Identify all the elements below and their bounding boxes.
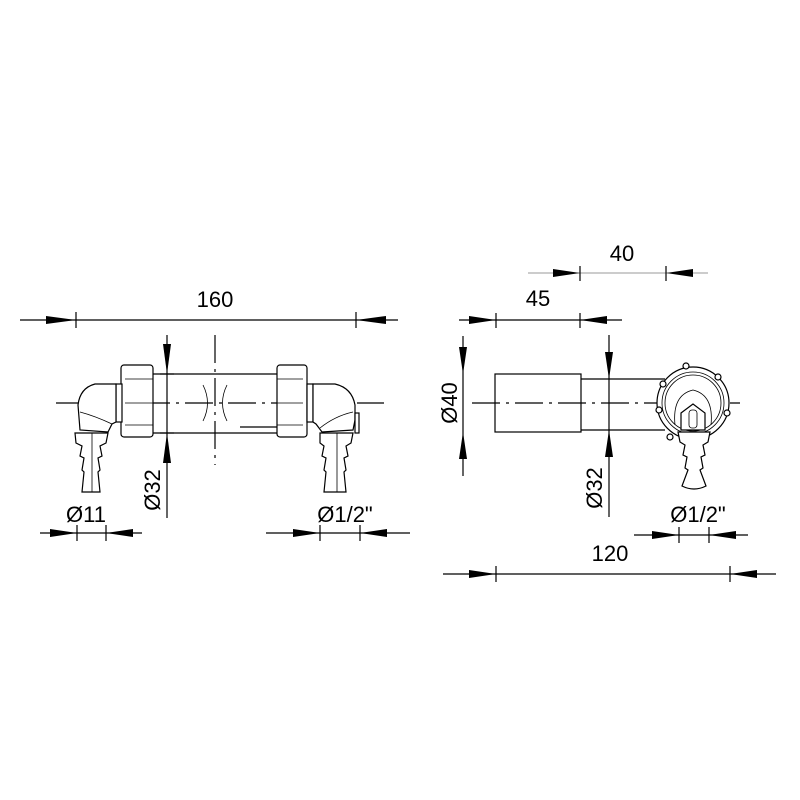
dimension-label-160: 160 — [197, 287, 234, 312]
dimension-diameter-32-front: Ø32 — [140, 335, 174, 518]
dimension-diameter-32-side: Ø32 — [582, 335, 613, 517]
right-elbow-hose-barb — [312, 383, 360, 493]
dimension-40: 40 — [528, 241, 708, 281]
body-cylinder — [494, 373, 582, 433]
dimension-label-d40: Ø40 — [437, 382, 462, 424]
right-union-nut — [276, 364, 314, 438]
dimension-label-thread-side: Ø1/2" — [670, 502, 726, 527]
side-tube — [581, 378, 665, 431]
dimension-label-d32-side: Ø32 — [582, 467, 607, 509]
dimension-label-d11: Ø11 — [66, 502, 106, 527]
side-hose-barb — [677, 431, 711, 490]
dimension-120: 120 — [443, 541, 776, 582]
dimension-diameter-40: Ø40 — [437, 336, 467, 476]
side-union-nut — [655, 362, 731, 441]
left-union-nut — [115, 364, 154, 438]
left-elbow-hose-barb — [74, 383, 117, 493]
dimension-thread-side: Ø1/2" — [634, 502, 748, 543]
dimension-label-45: 45 — [526, 286, 550, 311]
dimension-160: 160 — [20, 287, 398, 328]
dimension-label-120: 120 — [592, 541, 629, 566]
dimension-diameter-11: Ø11 — [40, 502, 142, 541]
dimension-label-thread-front: Ø1/2" — [317, 502, 373, 527]
front-view: 160 — [20, 287, 410, 541]
dimension-label-d32-front: Ø32 — [140, 469, 165, 511]
side-view: 40 45 — [437, 241, 776, 582]
dimension-45: 45 — [459, 286, 622, 328]
dimension-thread-front: Ø1/2" — [266, 502, 410, 541]
dimension-label-40: 40 — [610, 241, 634, 266]
